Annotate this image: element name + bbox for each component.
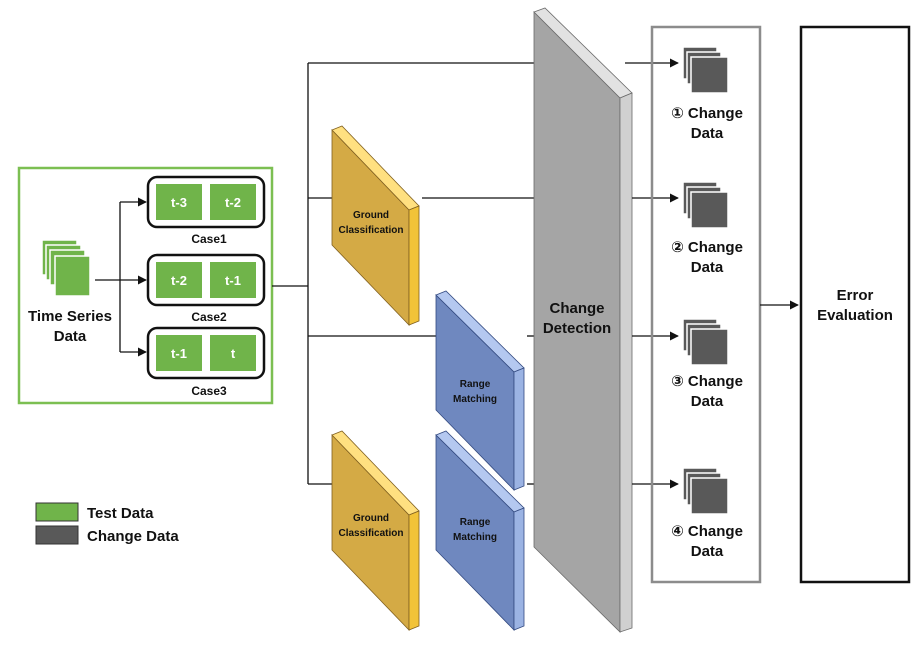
range-matching-1-label-line2: Matching <box>453 394 497 405</box>
time-series-title: Time Series <box>28 308 112 325</box>
change-data-1-label-line2: Data <box>691 125 724 142</box>
error-evaluation-label: Error <box>837 287 874 304</box>
legend <box>35 502 79 545</box>
ground-classification-1-label: Ground <box>353 210 389 221</box>
case-2-left-label: t-2 <box>171 273 187 288</box>
case-3-right-label: t <box>231 346 236 361</box>
case-2-right-label: t-1 <box>225 273 241 288</box>
ground-classification-block-1 <box>331 125 420 326</box>
change-data-2-label: ② Change <box>671 239 743 256</box>
range-matching-2-label-line2: Matching <box>453 532 497 543</box>
ground-classification-2-label-line2: Classification <box>338 528 403 539</box>
legend-test-swatch <box>35 502 79 522</box>
case-branch-connector <box>95 197 147 357</box>
change-data-3-label-line2: Data <box>691 393 724 410</box>
legend-test-label: Test Data <box>87 505 154 522</box>
ground-classification-2-label: Ground <box>353 513 389 524</box>
change-data-2-label-line2: Data <box>691 259 724 276</box>
time-series-title-line2: Data <box>54 328 87 345</box>
ground-classification-1-label-line2: Classification <box>338 225 403 236</box>
change-detection-label-line2: Detection <box>543 320 611 337</box>
range-matching-2-label: Range <box>460 517 491 528</box>
change-data-2-icon <box>682 181 729 229</box>
range-matching-block-1 <box>435 290 525 491</box>
case-1-left-label: t-3 <box>171 195 187 210</box>
time-series-stack-icon <box>41 239 91 297</box>
change-data-4-label: ④ Change <box>671 523 743 540</box>
change-detection-block <box>533 7 633 633</box>
change-data-4-icon <box>682 467 729 515</box>
change-data-1-label: ① Change <box>671 105 743 122</box>
error-evaluation-label-line2: Evaluation <box>817 307 893 324</box>
ground-classification-block-2 <box>331 430 420 631</box>
case-3-label: Case3 <box>191 384 227 398</box>
case-2-label: Case2 <box>191 310 227 324</box>
change-detection-label: Change <box>549 300 604 317</box>
case-1-group <box>146 175 266 229</box>
legend-change-swatch <box>35 525 79 545</box>
case-1-label: Case1 <box>191 232 227 246</box>
error-evaluation-box <box>799 25 911 584</box>
range-matching-block-2 <box>435 430 525 631</box>
change-data-3-icon <box>682 318 729 366</box>
case-2-group <box>146 253 266 307</box>
change-data-1-icon <box>682 46 729 94</box>
range-matching-1-label: Range <box>460 379 491 390</box>
legend-change-label: Change Data <box>87 528 179 545</box>
pipeline-connectors <box>272 62 534 485</box>
case-3-left-label: t-1 <box>171 346 187 361</box>
change-data-4-label-line2: Data <box>691 543 724 560</box>
case-1-right-label: t-2 <box>225 195 241 210</box>
change-data-3-label: ③ Change <box>671 373 743 390</box>
case-3-group <box>146 326 266 380</box>
